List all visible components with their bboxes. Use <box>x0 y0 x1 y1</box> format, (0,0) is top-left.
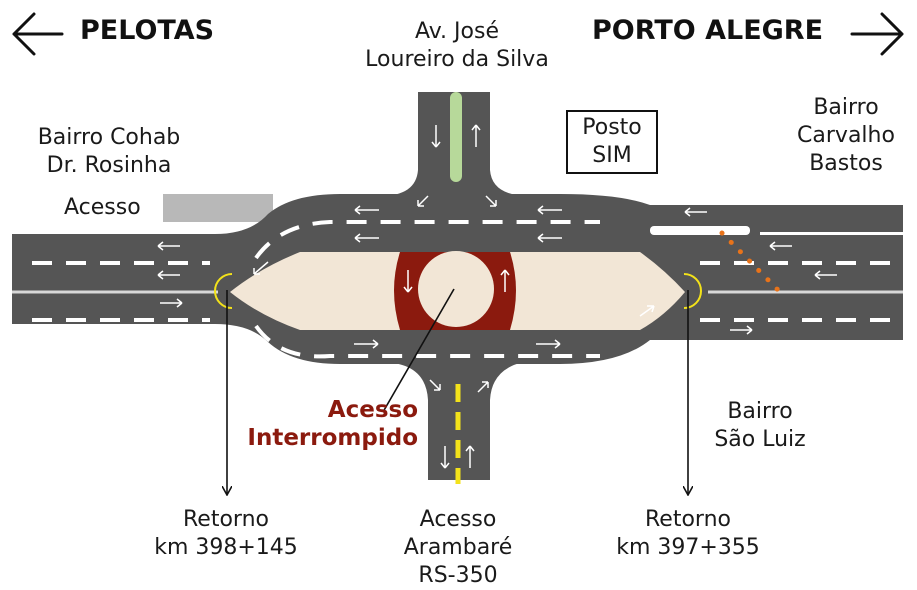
roundabout-island <box>418 251 494 327</box>
arambare-line3: RS-350 <box>418 563 498 588</box>
retorno-west-label: Retorno km 398+145 <box>138 506 314 562</box>
uturn-east-icon <box>683 273 702 309</box>
bairro-cohab-label: Bairro Cohab Dr. Rosinha <box>24 124 194 180</box>
arrow-right-icon <box>850 12 904 56</box>
orange-dotted-line <box>719 230 781 293</box>
retorno-e-line2: km 397+355 <box>616 535 760 560</box>
posto-sim-box: Posto SIM <box>566 110 658 174</box>
green-median <box>450 92 462 182</box>
closed-access-ramp <box>163 194 273 222</box>
sao-luiz-line2: São Luiz <box>714 427 806 452</box>
bairro-sao-luiz-label: Bairro São Luiz <box>700 398 820 454</box>
carvalho-line1: Bairro <box>813 95 879 120</box>
direction-east-label: PORTO ALEGRE <box>592 15 824 46</box>
acesso-interrompido-line2: Interrompido <box>247 425 418 451</box>
av-jose-label: Av. José Loureiro da Silva <box>352 18 562 74</box>
carvalho-line3: Bastos <box>809 151 883 176</box>
retorno-east-label: Retorno km 397+355 <box>600 506 776 562</box>
retorno-w-line1: Retorno <box>183 507 269 532</box>
posto-line2: SIM <box>592 143 632 168</box>
retorno-e-line1: Retorno <box>645 507 731 532</box>
acesso-label: Acesso <box>64 195 141 220</box>
av-jose-line1: Av. José <box>414 19 499 44</box>
acesso-interrompido-line1: Acesso <box>327 397 418 423</box>
carvalho-line2: Carvalho <box>797 123 895 148</box>
av-jose-line2: Loureiro da Silva <box>365 47 549 72</box>
ramp-separator-south <box>650 349 903 358</box>
cohab-line2: Dr. Rosinha <box>46 153 172 178</box>
ramp-separator-north <box>650 226 750 235</box>
arrow-left-icon <box>12 12 64 56</box>
arambare-line1: Acesso <box>419 507 497 532</box>
bairro-carvalho-label: Bairro Carvalho Bastos <box>786 94 906 178</box>
arambare-line2: Arambaré <box>403 535 513 560</box>
direction-west-label: PELOTAS <box>80 15 215 46</box>
acesso-arambare-label: Acesso Arambaré RS-350 <box>385 506 531 590</box>
retorno-w-line2: km 398+145 <box>154 535 298 560</box>
cohab-line1: Bairro Cohab <box>37 125 181 150</box>
uturn-west-icon <box>214 273 233 309</box>
acesso-interrompido-pointer <box>382 288 455 413</box>
posto-line1: Posto <box>582 115 642 140</box>
acesso-interrompido-label: Acesso Interrompido <box>228 396 418 452</box>
sao-luiz-line1: Bairro <box>727 399 793 424</box>
